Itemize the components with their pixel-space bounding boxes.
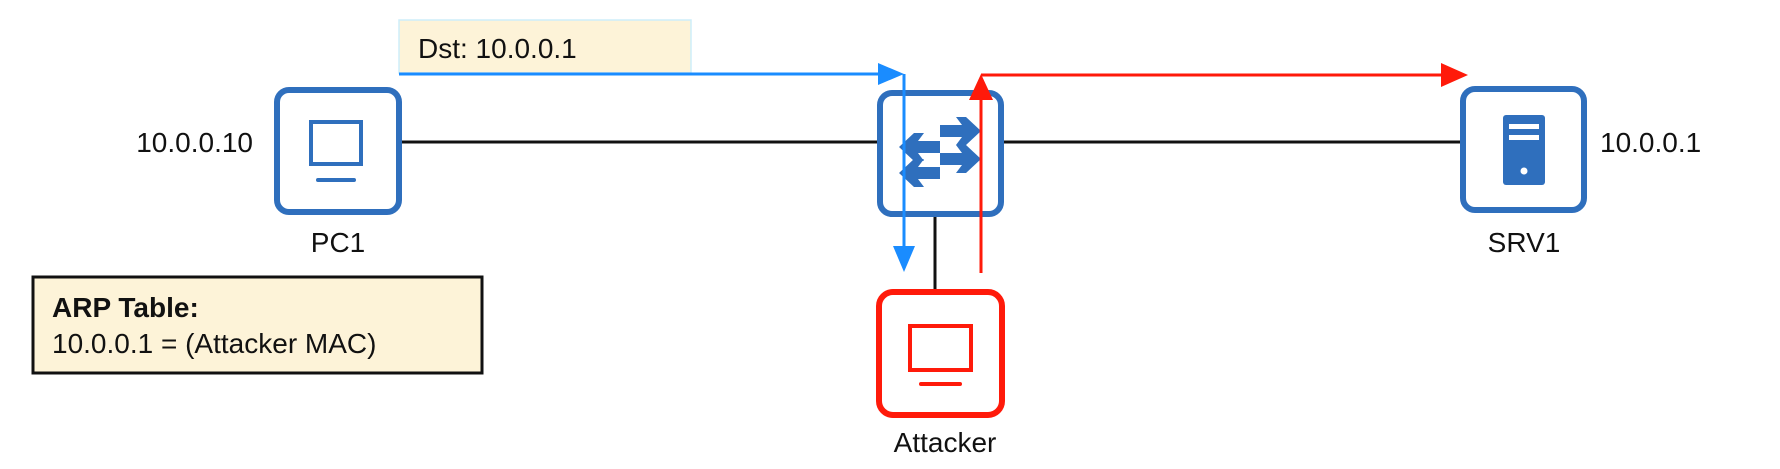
- blue-arrowhead-down: [893, 246, 915, 272]
- node-pc1[interactable]: [274, 87, 402, 215]
- attacker-name-label: Attacker: [894, 427, 997, 458]
- red-arrowhead-right: [1441, 63, 1468, 87]
- srv1-name-label: SRV1: [1488, 227, 1561, 258]
- node-switch[interactable]: [877, 90, 1004, 217]
- desktop-icon: [908, 324, 973, 386]
- blue-arrowhead-right: [878, 63, 904, 85]
- pc1-name-label: PC1: [311, 227, 365, 258]
- packet-label-text: Dst: 10.0.0.1: [418, 33, 577, 64]
- red-arrowhead-up: [969, 74, 993, 100]
- switch-arrows-icon: [899, 117, 981, 187]
- flow-forwarded-traffic: [969, 63, 1468, 273]
- arp-table-note: ARP Table: 10.0.0.1 = (Attacker MAC): [31, 275, 484, 375]
- node-attacker[interactable]: [876, 289, 1005, 418]
- node-srv1[interactable]: [1460, 86, 1587, 213]
- srv1-ip-label: 10.0.0.1: [1600, 127, 1701, 158]
- server-icon: [1503, 115, 1545, 185]
- flow-victim-traffic: [399, 63, 915, 272]
- arp-table-entry: 10.0.0.1 = (Attacker MAC): [52, 328, 376, 359]
- desktop-icon: [309, 120, 363, 182]
- packet-label: Dst: 10.0.0.1: [398, 19, 692, 74]
- arp-table-title: ARP Table:: [52, 292, 199, 323]
- pc1-ip-label: 10.0.0.10: [136, 127, 253, 158]
